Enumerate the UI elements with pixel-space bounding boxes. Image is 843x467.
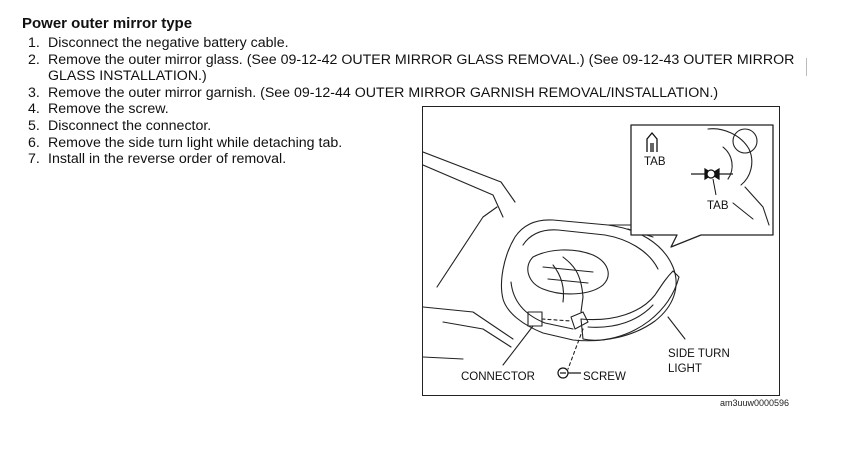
screw-leader (567, 328, 584, 370)
step-text: Install in the reverse order of removal. (48, 151, 287, 168)
callout-detail-line (722, 146, 733, 180)
mirror-mechanism (542, 266, 594, 273)
step-number: 6. (28, 134, 40, 151)
step-item: 5. Disconnect the connector. (22, 118, 822, 135)
door-frame-line (423, 306, 514, 340)
mirror-drawing: TAB TAB CONNECTOR SCREW SIDE TURN LIGHT (423, 124, 774, 383)
label-side-turn-light: SIDE TURN (668, 348, 730, 360)
mirror-housing-inner (522, 229, 659, 270)
wire-harness (552, 264, 565, 303)
door-frame-line (442, 321, 512, 348)
callout-detail-line (732, 202, 754, 220)
mirror-housing-inner (510, 281, 574, 330)
mirror-mechanism (527, 249, 609, 295)
side-turn-light-leader (667, 316, 686, 340)
connector-wire (541, 318, 572, 322)
step-text: Remove the side turn light while detachi… (48, 134, 343, 151)
step-item: 7. Install in the reverse order of remov… (22, 151, 822, 168)
callout-detail-knob (732, 128, 758, 154)
step-text: Remove the outer mirror glass. (See 09-1… (48, 51, 795, 85)
callout-detail-line (744, 186, 770, 226)
detail-callout (630, 124, 774, 248)
screw-bracket (570, 311, 589, 330)
mirror-illustration: TAB TAB CONNECTOR SCREW SIDE TURN LIGHT (422, 106, 780, 396)
connector (527, 311, 543, 327)
tab-arrow-icon (646, 131, 658, 152)
scan-edge-mark (806, 58, 807, 76)
wire-harness (562, 256, 584, 313)
step-item: 1. Disconnect the negative battery cable… (22, 35, 822, 52)
procedure-steps: 1. Disconnect the negative battery cable… (22, 35, 822, 168)
figure-code: am3uuw0000596 (720, 398, 790, 408)
step-number: 2. (28, 51, 40, 68)
side-turn-light (580, 270, 680, 341)
label-tab-top: TAB (644, 156, 666, 168)
step-item: 6. Remove the side turn light while deta… (22, 135, 822, 152)
screw-icon (557, 367, 581, 379)
side-turn-light-edge (587, 304, 654, 328)
step-number: 1. (28, 35, 40, 51)
label-connector: CONNECTOR (461, 371, 535, 383)
section-title: Power outer mirror type (22, 15, 193, 32)
connector-leader (502, 325, 534, 366)
tab-leader (712, 178, 717, 196)
step-number: 7. (28, 151, 40, 168)
step-number: 4. (28, 101, 40, 118)
step-number: 5. (28, 117, 40, 134)
step-text: Remove the outer mirror garnish. (See 09… (48, 84, 719, 101)
door-frame-line (423, 151, 516, 203)
mirror-mechanism (547, 278, 589, 284)
callout-detail-line (707, 128, 753, 186)
door-frame-line (423, 164, 504, 218)
step-item: 2. Remove the outer mirror glass. (See 0… (22, 52, 818, 85)
step-item: 3. Remove the outer mirror garnish. (See… (22, 85, 822, 102)
door-frame-line (436, 206, 498, 288)
label-side-turn-light-2: LIGHT (668, 363, 702, 375)
door-frame-line (423, 356, 464, 360)
step-item: 4. Remove the screw. (22, 101, 822, 118)
step-number: 3. (28, 84, 40, 101)
tab-detail-icon (706, 169, 716, 179)
step-text: Disconnect the connector. (48, 117, 212, 134)
step-text: Remove the screw. (48, 101, 169, 118)
step-text: Disconnect the negative battery cable. (48, 35, 289, 51)
label-tab-bottom: TAB (707, 200, 729, 212)
label-screw: SCREW (583, 371, 626, 383)
